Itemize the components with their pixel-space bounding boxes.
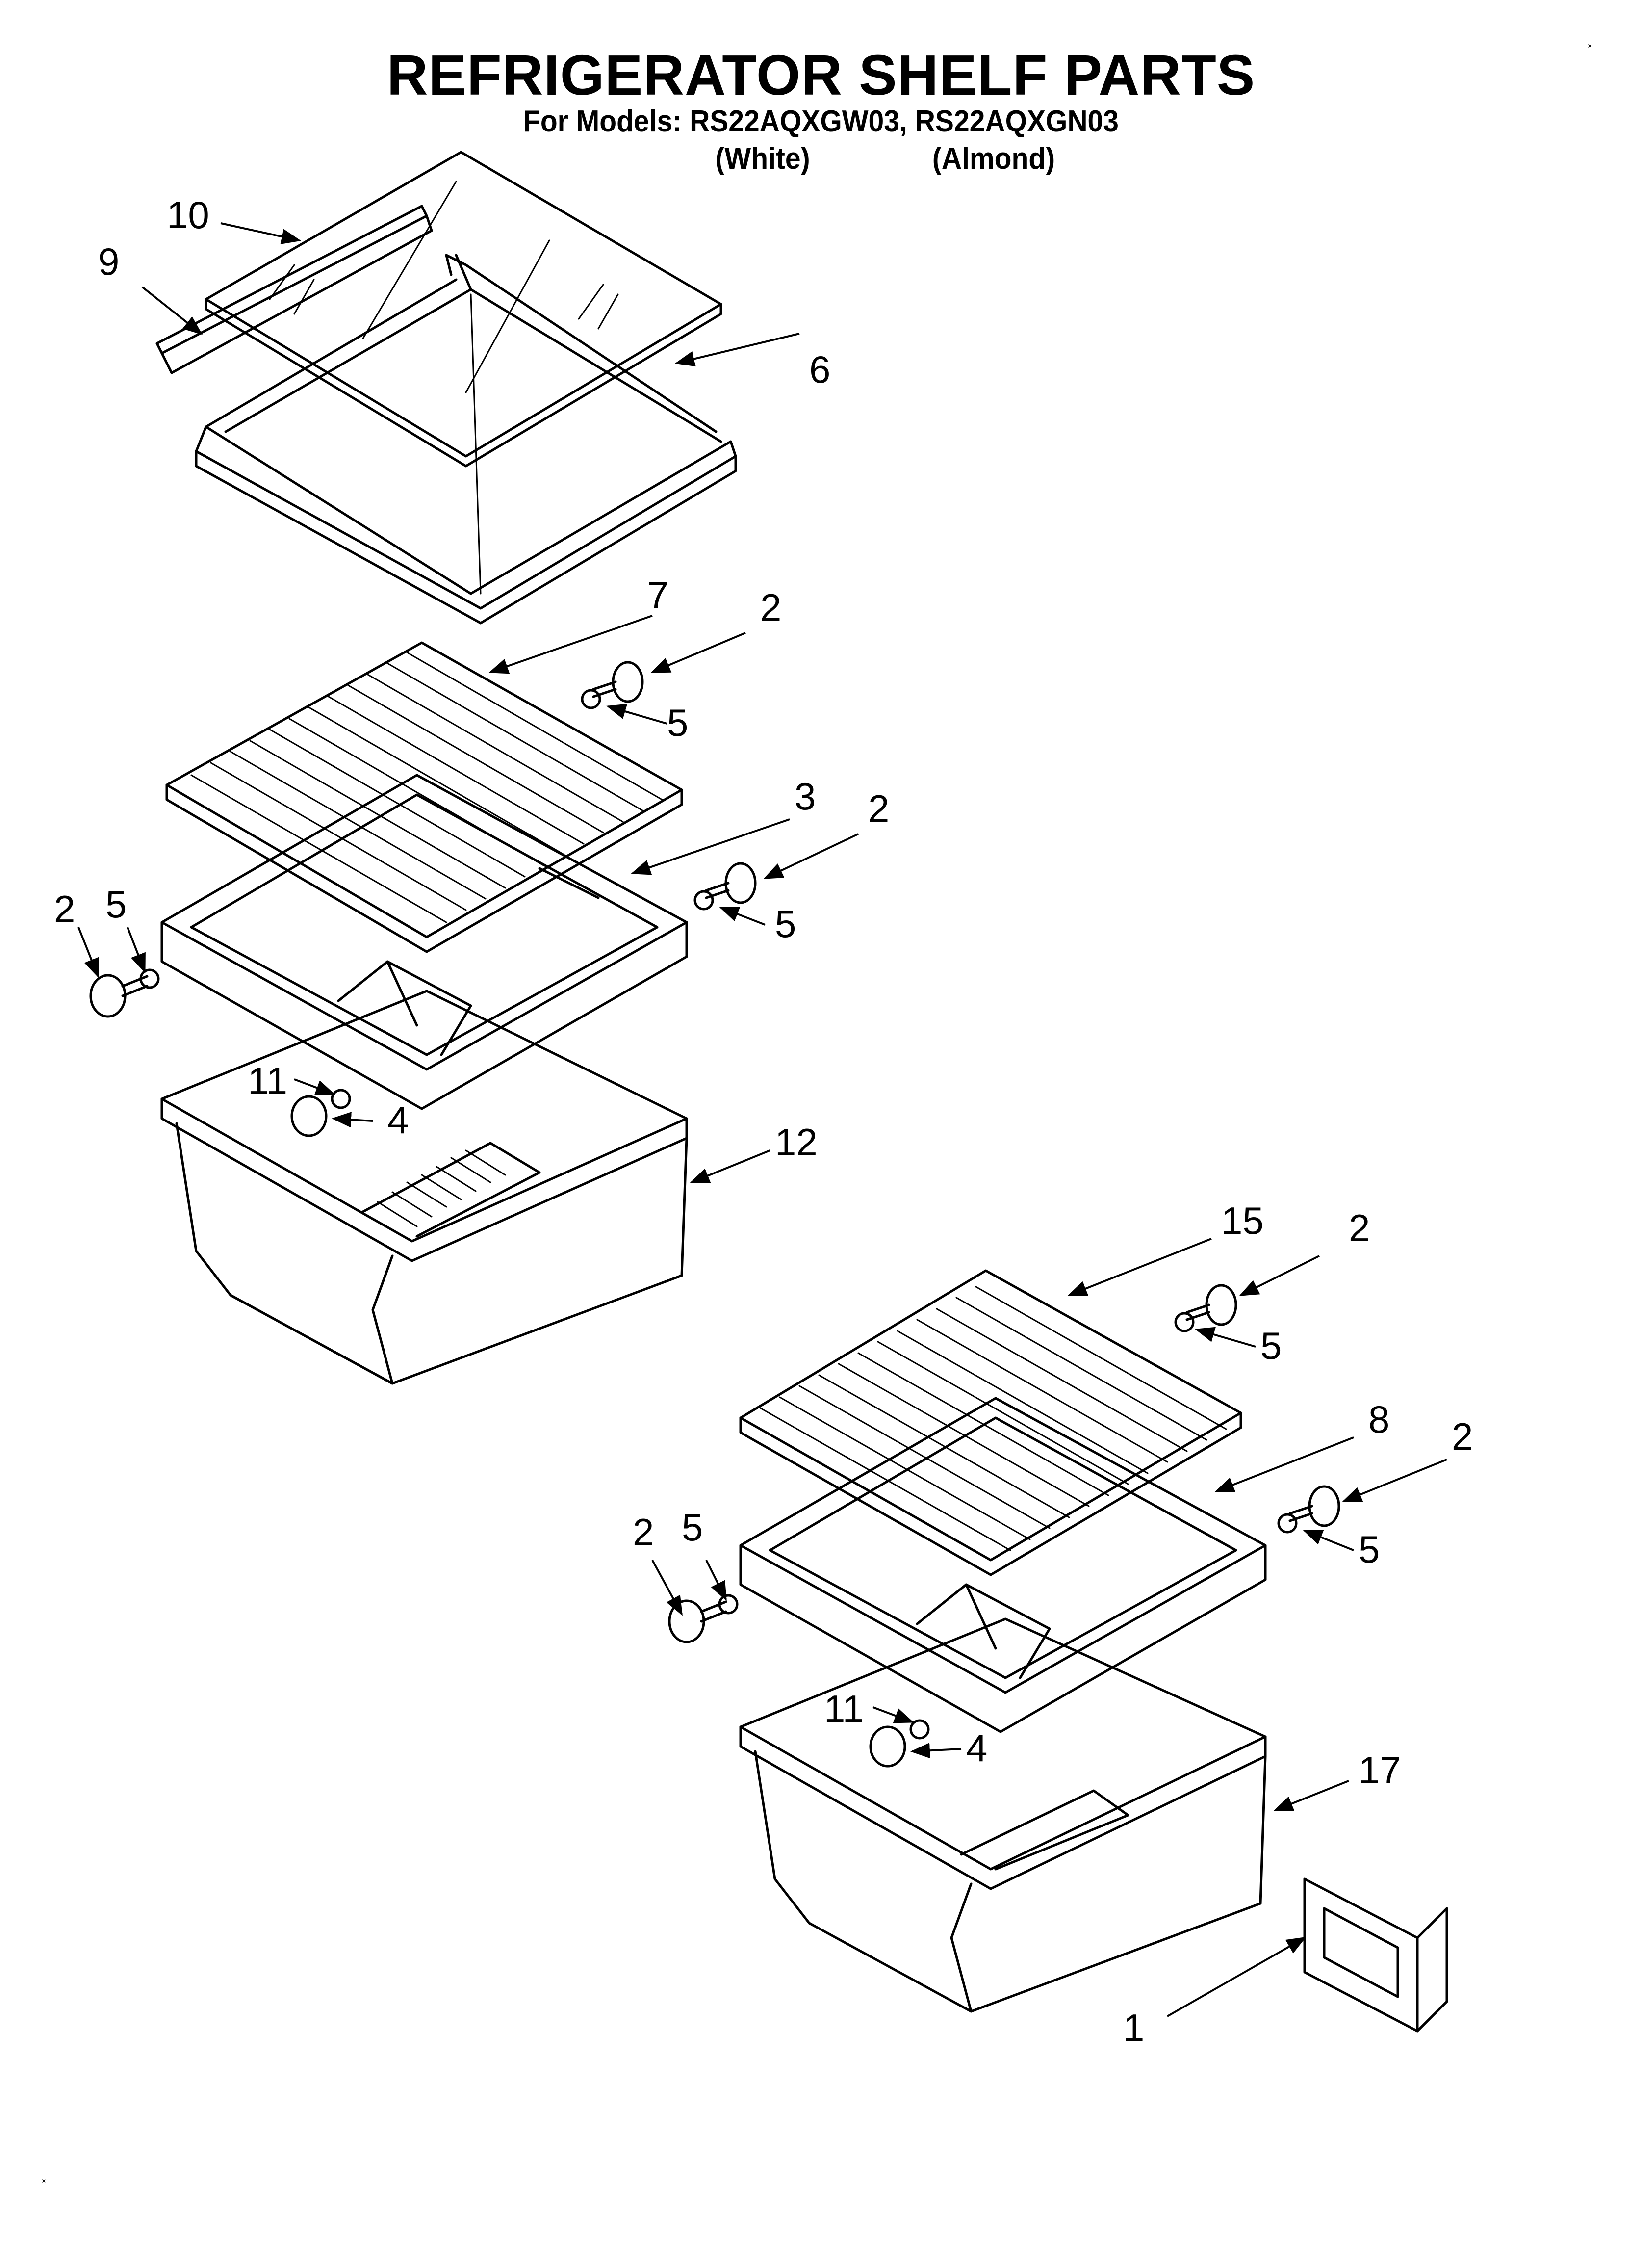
- glass-shelf-frame: [195, 254, 737, 625]
- callout-9: 9: [98, 240, 119, 283]
- callout-5-lower-left: 5: [682, 1506, 703, 1549]
- callout-2-lower-right: 2: [1452, 1415, 1473, 1458]
- callout-5-upper-right: 5: [775, 902, 796, 945]
- roller-upper-left: [89, 968, 160, 1018]
- callout-17: 17: [1359, 1748, 1401, 1792]
- roller-lower-right-top: [1174, 1284, 1237, 1332]
- callout-6: 6: [809, 348, 830, 391]
- callout-7: 7: [647, 574, 668, 617]
- callout-2-upper-left: 2: [54, 887, 75, 931]
- callout-11-lower: 11: [824, 1687, 864, 1730]
- corner-mark-bottom: ˟: [42, 2178, 46, 2189]
- roller-lower-left: [668, 1594, 739, 1643]
- callout-2-lower-top: 2: [1349, 1206, 1370, 1250]
- upper-crisper-cover: [165, 641, 683, 953]
- callout-2-upper-right: 2: [868, 787, 889, 830]
- shelf-trim: [155, 205, 433, 374]
- callout-5-upper-top: 5: [667, 701, 688, 744]
- variant-white-label: (White): [715, 142, 810, 176]
- upper-crisper-drawer: [160, 990, 688, 1385]
- roller-lower-center: [869, 1719, 930, 1768]
- callout-2-upper-top: 2: [760, 586, 781, 629]
- callout-labels: 10 9 6 7 2 5 3 2 5 2 5 11 4 12 15 2 5 8 …: [54, 193, 1473, 2049]
- roller-upper-center: [290, 1089, 351, 1137]
- lower-crisper-cover: [739, 1269, 1242, 1576]
- roller-upper-right-bottom: [693, 862, 757, 911]
- upper-crisper-frame: [160, 774, 688, 1110]
- roller-upper-right-top: [581, 661, 644, 709]
- callout-2-lower-left: 2: [633, 1511, 654, 1554]
- callout-1: 1: [1123, 2006, 1144, 2049]
- label-holder: [1303, 1877, 1448, 2033]
- callout-4-lower: 4: [966, 1726, 987, 1770]
- callout-8: 8: [1368, 1398, 1389, 1441]
- callout-3: 3: [795, 775, 816, 818]
- header: REFRIGERATOR SHELF PARTS For Models: RS2…: [0, 0, 1642, 177]
- callout-5-lower-right: 5: [1359, 1528, 1380, 1571]
- callout-12: 12: [775, 1121, 818, 1164]
- callout-4-upper: 4: [387, 1098, 409, 1142]
- callout-5-upper-left: 5: [105, 883, 127, 926]
- lower-crisper-drawer: [739, 1617, 1267, 2013]
- variant-almond-label: (Almond): [932, 142, 1055, 176]
- callout-10: 10: [167, 193, 209, 236]
- corner-mark-top: ˟: [1588, 43, 1591, 54]
- lower-crisper-frame: [739, 1397, 1267, 1733]
- page-title: REFRIGERATOR SHELF PARTS: [386, 43, 1256, 107]
- callout-15: 15: [1221, 1199, 1264, 1242]
- glass-shelf: [205, 151, 722, 468]
- roller-lower-right-bottom: [1277, 1485, 1340, 1534]
- leader-arrows: [77, 222, 1447, 2017]
- models-subtitle: For Models: RS22AQXGW03, RS22AQXGN03: [523, 104, 1119, 138]
- callout-5-lower-top: 5: [1260, 1324, 1282, 1367]
- callout-11-upper: 11: [248, 1059, 287, 1102]
